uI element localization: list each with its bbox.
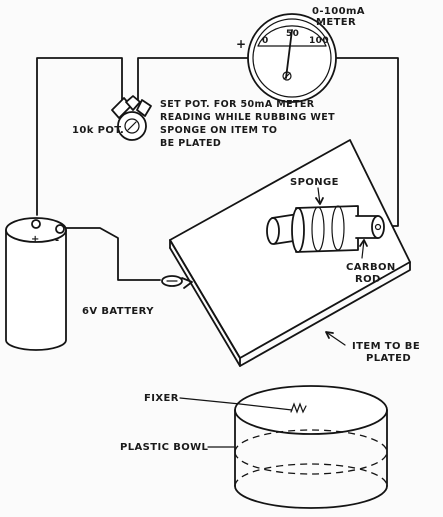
potentiometer xyxy=(111,95,152,141)
item-label-line1: ITEM TO BE xyxy=(352,341,420,352)
plastic-bowl xyxy=(234,385,388,509)
bowl-bottom-front xyxy=(234,485,388,509)
sponge-and-carbon-rod xyxy=(266,205,385,253)
battery-label: 6V BATTERY xyxy=(82,306,154,317)
pot-note-line3: SPONGE ON ITEM TO xyxy=(160,125,277,136)
pot-note-line1: SET POT. FOR 50mA METER xyxy=(160,99,315,110)
wire-pot-to-meter xyxy=(137,57,249,101)
meter-needle xyxy=(285,29,293,79)
plate-edge xyxy=(239,261,411,367)
meter-plus-sign: + xyxy=(236,37,246,51)
meter-zero-adjust-slot xyxy=(283,72,291,80)
pot-shaft-icon xyxy=(124,118,140,134)
sponge-body xyxy=(295,205,359,253)
sponge-ring-2 xyxy=(311,206,325,252)
plated-item xyxy=(169,139,411,367)
meter-range-label: 0-100mA xyxy=(312,6,365,17)
carbon-pointer-arrowhead xyxy=(359,239,368,247)
bowl-bottom-back xyxy=(234,463,388,487)
sponge-ring-3 xyxy=(331,205,345,251)
meter-zero-adjust-icon xyxy=(282,71,292,81)
sponge-label: SPONGE xyxy=(290,177,339,188)
sponge-ring-1 xyxy=(291,207,305,253)
pot-shaft-slot xyxy=(127,121,137,131)
battery-minus-sign: - xyxy=(55,235,60,246)
pot-note-line4: BE PLATED xyxy=(160,138,221,149)
battery-top xyxy=(5,217,67,243)
carbon-rod-terminal xyxy=(374,223,382,231)
meter-word-label: METER xyxy=(316,17,356,28)
wire-battery-negative-to-clip xyxy=(61,227,161,281)
plate-pointer-arrowhead xyxy=(325,331,334,339)
sponge-pointer xyxy=(317,187,321,205)
wire-battery-positive-to-pot xyxy=(36,57,123,216)
meter-scale-arc xyxy=(257,25,327,47)
pot-note-line2: READING WHILE RUBBING WET xyxy=(160,112,335,123)
battery-body xyxy=(5,229,67,351)
circuit-wires xyxy=(36,57,399,281)
fixer-pointer xyxy=(179,397,293,411)
plate-left-thickness xyxy=(169,247,241,367)
meter-scale-50: 50 xyxy=(286,29,299,39)
battery-positive-terminal xyxy=(31,219,41,229)
carbon-label-line1: CARBON xyxy=(346,262,396,273)
plate-left-edge xyxy=(169,239,241,359)
meter-scale-100: 100 xyxy=(309,36,329,46)
plate-pointer-arrow xyxy=(325,331,346,346)
meter-scale-0: 0 xyxy=(262,36,269,46)
sponge-handle-end xyxy=(266,217,280,245)
battery-plus-sign: + xyxy=(31,234,40,245)
fixer-label: FIXER xyxy=(144,393,179,404)
bowl-liquid-back xyxy=(234,429,388,453)
plate-top-face xyxy=(169,139,411,359)
bowl-liquid-front xyxy=(234,451,388,475)
carbon-pointer xyxy=(361,239,365,259)
sponge-pointer-arrowhead xyxy=(315,197,324,205)
bowl-label: PLASTIC BOWL xyxy=(120,442,209,453)
pot-lug-right xyxy=(136,99,152,117)
battery: + - xyxy=(5,217,67,351)
meter-body xyxy=(247,13,337,103)
milliammeter: 0 50 100 + xyxy=(236,13,337,103)
alligator-clip-icon xyxy=(161,275,193,289)
clip-jaws xyxy=(181,277,193,289)
pot-name-label: 10k POT. xyxy=(72,125,124,136)
battery-negative-terminal xyxy=(55,224,65,234)
fixer-liquid-mark xyxy=(290,402,307,414)
carbon-rod-end xyxy=(371,215,385,239)
meter-rim xyxy=(252,18,332,98)
bowl-rim xyxy=(234,385,388,435)
item-label-line2: PLATED xyxy=(366,353,411,364)
carbon-label-line2: ROD xyxy=(355,274,381,285)
